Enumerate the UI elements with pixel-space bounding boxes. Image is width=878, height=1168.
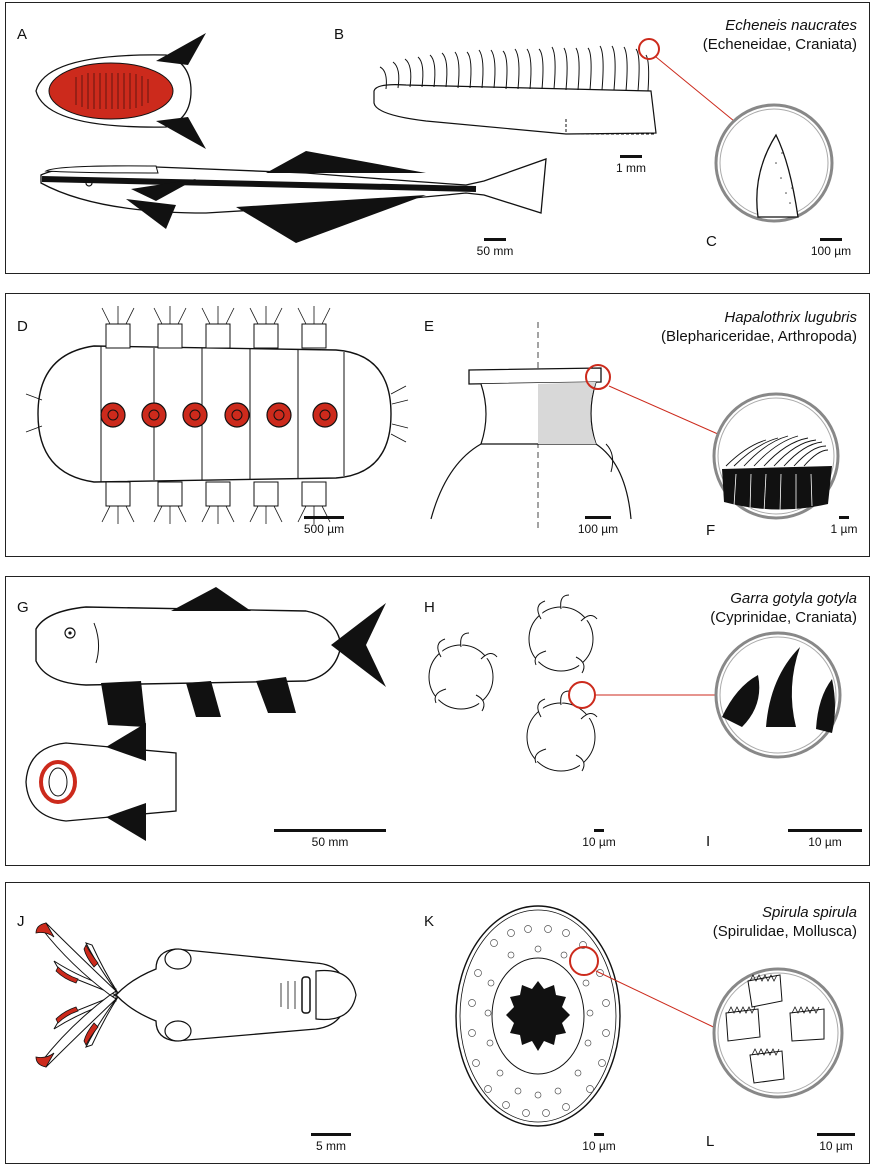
panel-spirula: J K L Spirula spirula (Spirulidae, Mollu…: [5, 882, 870, 1164]
panel-hapalothrix: D E F Hapalothrix lugubris (Blephariceri…: [5, 293, 870, 557]
highlight-circle-b: [639, 39, 659, 59]
microtrichia-zoom-icon: [714, 394, 838, 518]
panel-garra: G H I Garra gotyla gotyla (Cyprinidae, C…: [5, 576, 870, 866]
remora-illustration: [6, 3, 869, 273]
sucker-denticles-zoom-icon: [714, 969, 842, 1097]
garra-lateral-icon: [36, 587, 386, 727]
sucker-ring-icon: [456, 906, 620, 1126]
spinule-zoom-icon: [716, 105, 832, 221]
midge-larva-illustration: [6, 294, 869, 556]
disc-lamellae-icon: [374, 46, 656, 134]
sucker-section-icon: [431, 322, 631, 532]
remora-lateral-icon: [41, 151, 546, 243]
papilla-spine-zoom-icon: [716, 633, 840, 757]
garra-illustration: [6, 577, 869, 865]
larva-body-icon: [26, 306, 408, 524]
papillae-cluster-icon: [429, 595, 597, 771]
disc-dorsal-view-icon: [36, 33, 206, 149]
spirula-illustration: [6, 883, 869, 1163]
spirula-squid-icon: [36, 923, 356, 1067]
connector-line: [656, 57, 734, 121]
garra-ventral-icon: [26, 723, 176, 841]
panel-echeneis: A B C Echeneis naucrates (Echeneidae, Cr…: [5, 2, 870, 274]
highlight-circle-h: [569, 682, 595, 708]
